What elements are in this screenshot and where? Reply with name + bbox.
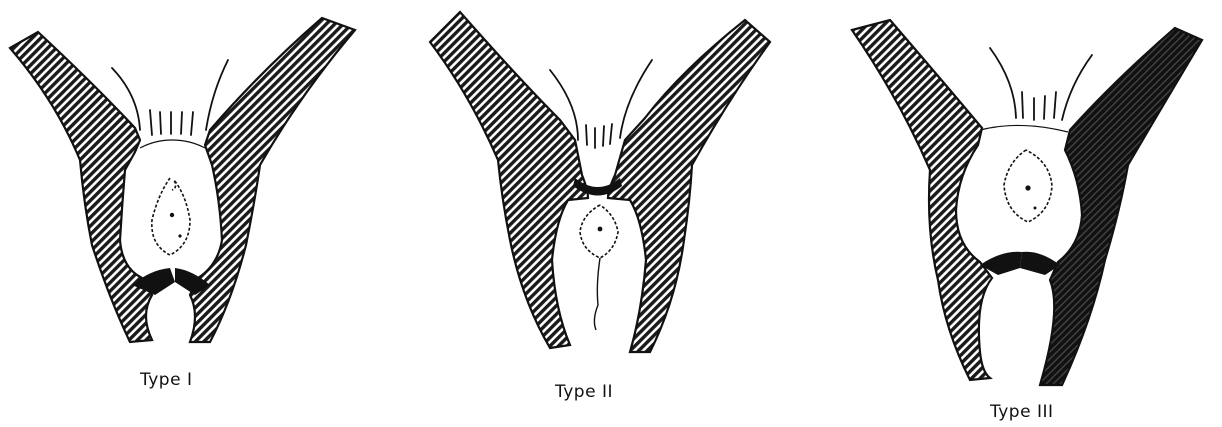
anatomical-illustration-type-1 (0, 0, 390, 427)
diagram-panel-type-2: Type II (410, 0, 800, 427)
diagram-panel-type-1: Type I (0, 0, 390, 427)
right-labium-hatched (190, 18, 355, 342)
central-dot (170, 213, 174, 217)
inner-region-outline (140, 140, 205, 148)
anatomical-illustration-type-3 (830, 0, 1222, 427)
diagram-panel-type-3: Type III (830, 0, 1222, 427)
left-labium-hatched (10, 32, 152, 342)
caption-type-3: Type III (990, 402, 1054, 422)
caption-type-2: Type II (555, 382, 613, 402)
central-dot (598, 227, 603, 232)
scar-line (594, 258, 600, 330)
left-labium-hatched (430, 12, 588, 348)
central-opening-dotted (580, 205, 618, 258)
hair-lines (990, 48, 1092, 120)
left-labium-hatched (852, 20, 992, 380)
right-labium-hatched (608, 20, 770, 352)
inner-region-outline (980, 125, 1068, 132)
right-labium-dark-hatched (1040, 28, 1202, 385)
caption-type-1: Type I (140, 370, 192, 390)
central-dot (1025, 185, 1030, 190)
anatomical-illustration-type-2 (410, 0, 800, 427)
